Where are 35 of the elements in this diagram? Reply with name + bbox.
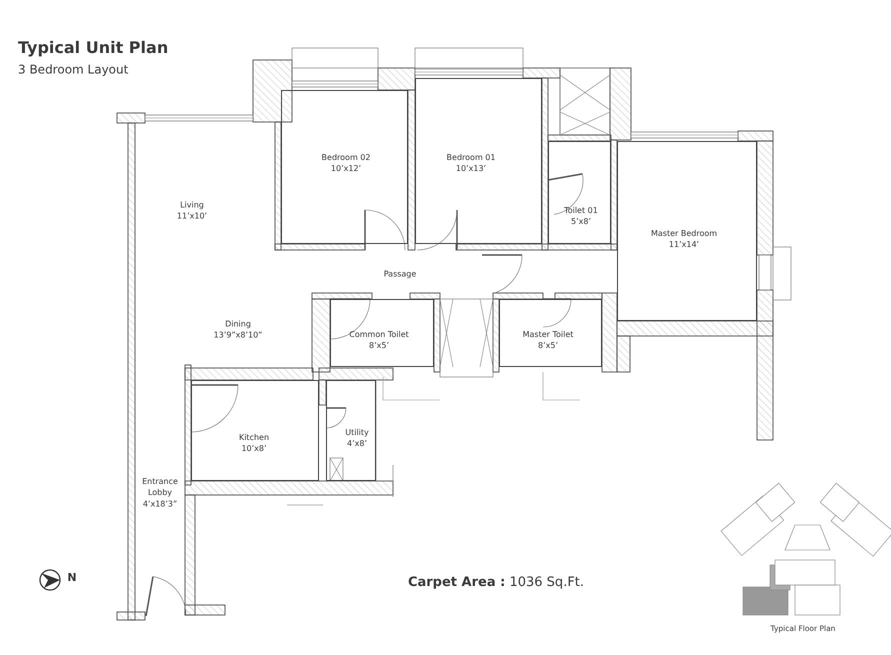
room-size: 11’x10’ — [176, 210, 208, 222]
north-label: N — [67, 571, 77, 585]
room-outline — [191, 380, 319, 481]
room-size: 4’x18’3” — [142, 498, 178, 510]
room-outline — [548, 141, 611, 244]
room-outline — [330, 299, 434, 367]
room-size: 10’x8’ — [240, 443, 268, 454]
room-name: Passage — [384, 268, 416, 280]
room-name: Dining — [225, 318, 251, 330]
room-size: 10’x12’ — [330, 163, 362, 174]
room-name: Master Bedroom — [650, 228, 718, 239]
room-outline — [281, 90, 408, 244]
room-name: Common Toilet — [349, 329, 409, 340]
room-name: Utility — [345, 427, 369, 438]
room-name: Bedroom 02 — [322, 152, 370, 163]
room-size: 13’9”x8’10” — [214, 330, 262, 340]
room-name: Kitchen — [238, 432, 270, 443]
subtitle: 3 Bedroom Layout — [18, 62, 128, 78]
room-outline — [415, 78, 542, 244]
room-name: Master Toilet — [522, 329, 574, 340]
title: Typical Unit Plan — [18, 38, 168, 57]
room-size: 11’x14’ — [668, 239, 700, 250]
room-size: 10’x13’ — [454, 163, 488, 174]
room-size: 8’x5’ — [537, 340, 559, 351]
room-size: 8’x5’ — [368, 340, 390, 351]
room-size: 5’x8’ — [570, 216, 592, 227]
room-name: Bedroom 01 — [446, 152, 496, 163]
room-outline — [499, 299, 602, 367]
room-name: Living — [180, 200, 204, 210]
room-name: Entrance Lobby — [141, 476, 179, 498]
area-note: Carpet Area : 1036 Sq.Ft. — [408, 575, 584, 591]
room-outline — [617, 141, 757, 321]
room-name: Toilet 01 — [564, 205, 598, 216]
room-outline — [326, 380, 376, 481]
room-size: 4’x8’ — [346, 438, 368, 449]
